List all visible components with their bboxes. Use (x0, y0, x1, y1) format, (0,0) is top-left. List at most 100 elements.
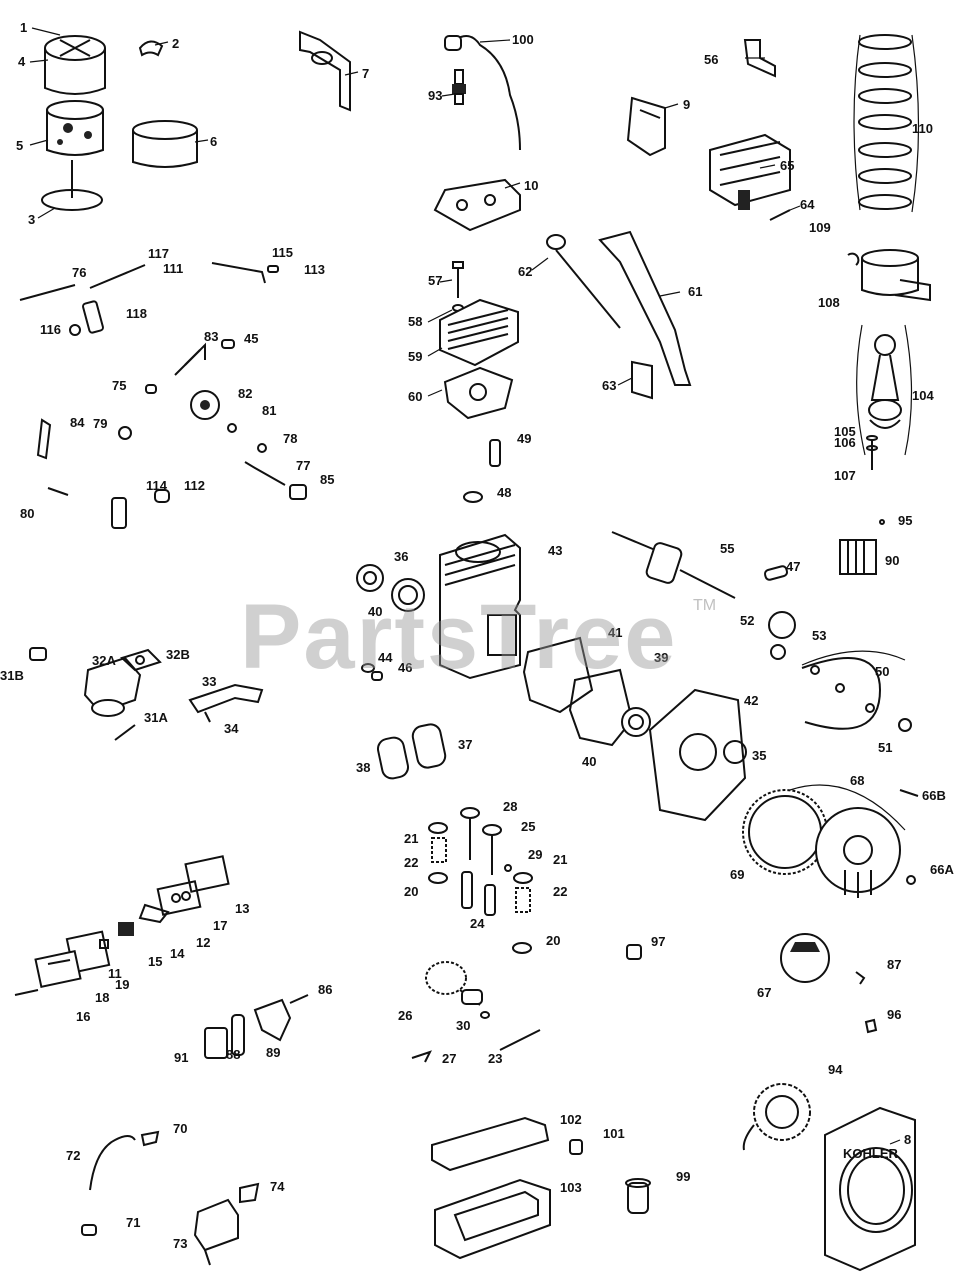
bracket-part[interactable] (299, 30, 351, 112)
callout-108[interactable]: 108 (818, 295, 840, 310)
cylinder-block-part[interactable] (439, 533, 521, 680)
callout-80[interactable]: 80 (20, 506, 34, 521)
callout-78[interactable]: 78 (283, 431, 297, 446)
callout-20-a[interactable]: 20 (404, 884, 418, 899)
oil-pan-gasket-part[interactable] (568, 668, 634, 747)
callout-103[interactable]: 103 (560, 1180, 582, 1195)
ignition-coil-part[interactable] (625, 1178, 651, 1214)
callout-69[interactable]: 69 (730, 867, 744, 882)
fuel-fitting-lower-part[interactable] (81, 1224, 97, 1236)
muffler-part[interactable] (839, 539, 877, 575)
callout-36[interactable]: 36 (394, 549, 408, 564)
callout-16[interactable]: 16 (76, 1009, 90, 1024)
breaker-plate-part[interactable] (138, 903, 170, 924)
callout-2[interactable]: 2 (172, 36, 179, 51)
crankshaft-part[interactable] (611, 531, 736, 599)
callout-32b[interactable]: 32B (166, 647, 190, 662)
air-cleaner-precleaner-part[interactable] (132, 120, 198, 168)
callout-52[interactable]: 52 (740, 613, 754, 628)
callout-101[interactable]: 101 (603, 1126, 625, 1141)
callout-43[interactable]: 43 (548, 543, 562, 558)
valve-washer-part[interactable] (428, 872, 448, 884)
callout-74[interactable]: 74 (270, 1179, 285, 1194)
callout-20-b[interactable]: 20 (546, 933, 560, 948)
callout-99[interactable]: 99 (676, 1169, 690, 1184)
dowel-pin-part[interactable] (371, 671, 383, 681)
callout-23[interactable]: 23 (488, 1051, 502, 1066)
callout-22-b[interactable]: 22 (553, 884, 567, 899)
callout-89[interactable]: 89 (266, 1045, 280, 1060)
camshaft-spacer-part[interactable] (480, 1011, 490, 1019)
spark-plug-lead-part[interactable] (444, 35, 521, 151)
governor-gear-part[interactable] (190, 390, 220, 420)
callout-32a[interactable]: 32A (92, 653, 116, 668)
flywheel-part[interactable] (815, 807, 901, 898)
terminal-clip-part[interactable] (864, 1018, 878, 1034)
callout-17[interactable]: 17 (213, 918, 227, 933)
callout-116[interactable]: 116 (40, 322, 61, 337)
callout-12[interactable]: 12 (196, 935, 210, 950)
callout-96[interactable]: 96 (887, 1007, 901, 1022)
governor-rod-part[interactable] (19, 284, 76, 301)
carburetor-gasket-part[interactable] (120, 648, 162, 672)
callout-109[interactable]: 109 (809, 220, 831, 235)
oil-fill-tube-part[interactable] (598, 230, 692, 386)
callout-81[interactable]: 81 (262, 403, 276, 418)
bushing-part[interactable] (221, 339, 235, 349)
oil-pan-part[interactable] (434, 1178, 551, 1260)
callout-27[interactable]: 27 (442, 1051, 456, 1066)
wing-nut-part[interactable] (138, 40, 164, 57)
carburetor-part[interactable] (83, 656, 142, 717)
callout-88[interactable]: 88 (226, 1047, 240, 1062)
idle-screw-part[interactable] (114, 724, 136, 741)
retaining-ring-part[interactable] (227, 423, 237, 433)
callout-106[interactable]: 106 (834, 435, 856, 450)
callout-84[interactable]: 84 (70, 415, 85, 430)
cross-shaft-part[interactable] (145, 384, 157, 394)
mounting-bracket-part[interactable] (743, 39, 776, 78)
callout-53[interactable]: 53 (812, 628, 826, 643)
callout-33[interactable]: 33 (202, 674, 216, 689)
cam-spring-part[interactable] (411, 1050, 432, 1063)
callout-10[interactable]: 10 (524, 178, 538, 193)
ignition-clip-part[interactable] (855, 971, 866, 985)
callout-24[interactable]: 24 (470, 916, 485, 931)
valve-spring-part[interactable] (431, 837, 447, 863)
callout-6[interactable]: 6 (210, 134, 217, 149)
exhaust-valve-part[interactable] (482, 824, 502, 875)
callout-4[interactable]: 4 (18, 54, 26, 69)
callout-42[interactable]: 42 (744, 693, 758, 708)
fuel-pump-gasket-part[interactable] (239, 1182, 260, 1204)
air-baffle-part[interactable] (626, 96, 666, 157)
callout-31b[interactable]: 31B (0, 668, 24, 683)
callout-18[interactable]: 18 (95, 990, 109, 1005)
callout-26[interactable]: 26 (398, 1008, 412, 1023)
callout-62[interactable]: 62 (518, 264, 532, 279)
callout-105[interactable]: 105 (834, 424, 856, 439)
fuel-line-part[interactable] (89, 1135, 136, 1191)
throttle-link-part[interactable] (211, 262, 266, 284)
shaft-seal-part[interactable] (257, 443, 267, 453)
callout-55[interactable]: 55 (720, 541, 734, 556)
air-cleaner-element-part[interactable] (46, 100, 104, 156)
breaker-box-part[interactable] (34, 949, 82, 989)
spark-plug-part[interactable] (452, 69, 466, 105)
oil-seal-front-part[interactable] (356, 564, 384, 592)
callout-95[interactable]: 95 (898, 513, 912, 528)
callout-113[interactable]: 113 (304, 262, 325, 277)
callout-110[interactable]: 110 (912, 121, 933, 136)
blower-housing-part[interactable] (824, 1106, 916, 1272)
callout-75[interactable]: 75 (112, 378, 126, 393)
callout-83[interactable]: 83 (204, 329, 218, 344)
callout-115[interactable]: 115 (272, 245, 293, 260)
oil-fill-cap-part[interactable] (546, 234, 621, 329)
starter-motor-part[interactable] (709, 133, 791, 210)
callout-48[interactable]: 48 (497, 485, 511, 500)
piston-part[interactable] (861, 249, 931, 302)
lever-pin-part[interactable] (47, 487, 69, 496)
callout-65[interactable]: 65 (780, 158, 794, 173)
callout-60[interactable]: 60 (408, 389, 422, 404)
oil-pan-gasket-part-102[interactable] (431, 1116, 550, 1172)
callout-30[interactable]: 30 (456, 1018, 470, 1033)
cylinder-head-part[interactable] (439, 298, 519, 367)
